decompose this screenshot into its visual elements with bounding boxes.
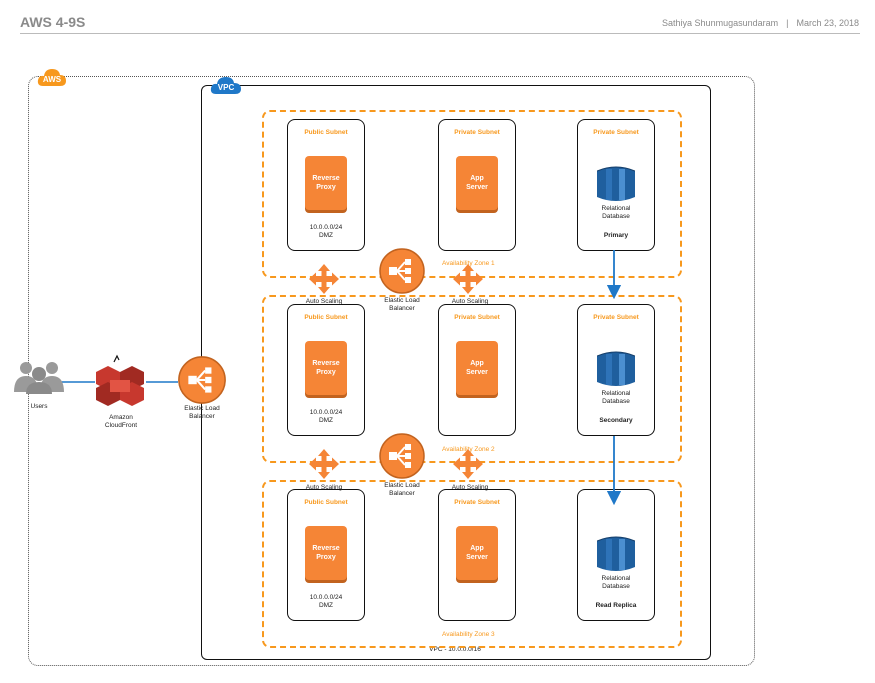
users-label: Users [30,403,48,410]
auto-scaling-label: Auto Scaling [305,298,343,305]
header-rule [20,33,860,34]
box-line: Server [466,554,488,561]
db-label-line: Relational [601,390,631,397]
diagram-title: AWS 4-9S [20,14,86,30]
vpc-cloud-icon: VPC [210,74,242,101]
vpc-cidr-label: VPC - 10.0.0.0/16 [429,646,481,653]
aws-cloud-icon: AWS [37,66,67,93]
database-icon [597,166,635,201]
az-2-label: Availability Zone 2 [442,446,495,453]
subnet-title: Public Subnet [304,499,348,506]
db-label-line: Database [602,583,630,590]
availability-zone-3 [262,480,682,648]
elb-label-line: Elastic Load [384,482,420,489]
cidr-text: 10.0.0.0/24 [309,224,343,231]
subnet-title: Private Subnet [593,129,639,136]
subnet-title: Private Subnet [454,129,500,136]
cloudfront-label-line: CloudFront [104,422,138,429]
box-line: Reverse [312,545,340,552]
dmz-text: DMZ [318,232,334,239]
db-label-line: Database [602,213,630,220]
db-label-line: Database [602,398,630,405]
aws-tag-label: AWS [43,75,62,84]
header-meta: Sathiya Shunmugasundaram | March 23, 2018 [662,18,859,28]
cidr-text: 10.0.0.0/24 [309,409,343,416]
db-label-line: Relational [601,575,631,582]
database-icon [597,536,635,571]
author-name: Sathiya Shunmugasundaram [662,18,779,28]
diagram-date: March 23, 2018 [796,18,859,28]
elb-label-line: Balancer [389,305,415,312]
az-3-label: Availability Zone 3 [442,631,495,638]
elb-label-line: Balancer [389,490,415,497]
cidr-text: 10.0.0.0/24 [309,594,343,601]
vpc-tag-label: VPC [218,83,235,92]
auto-scaling-label: Auto Scaling [451,298,489,305]
subnet-title: Private Subnet [454,499,500,506]
subnet-title: Public Subnet [304,314,348,321]
box-line: App [470,545,484,552]
database-icon [597,351,635,386]
dmz-text: DMZ [318,417,334,424]
elb-label-line: Balancer [189,413,215,420]
db-role: Read Replica [595,602,637,609]
box-line: Reverse [312,175,340,182]
box-line: App [470,360,484,367]
box-line: Proxy [316,369,336,376]
dmz-text: DMZ [318,602,334,609]
db-role: Primary [603,232,629,239]
db-role: Secondary [599,417,633,424]
elb-label-line: Elastic Load [184,405,220,412]
header-separator: | [786,18,789,28]
elb-label-line: Elastic Load [384,297,420,304]
box-line: Proxy [316,554,336,561]
box-line: Reverse [312,360,340,367]
box-line: Proxy [316,184,336,191]
az-1-label: Availability Zone 1 [442,260,495,267]
cloudfront-label-line: Amazon [109,414,133,421]
db-label-line: Relational [601,205,631,212]
subnet-title: Public Subnet [304,129,348,136]
box-line: App [470,175,484,182]
subnet-title: Private Subnet [593,314,639,321]
auto-scaling-label: Auto Scaling [305,484,343,491]
auto-scaling-label: Auto Scaling [451,484,489,491]
subnet-title: Private Subnet [454,314,500,321]
box-line: Server [466,184,488,191]
box-line: Server [466,369,488,376]
